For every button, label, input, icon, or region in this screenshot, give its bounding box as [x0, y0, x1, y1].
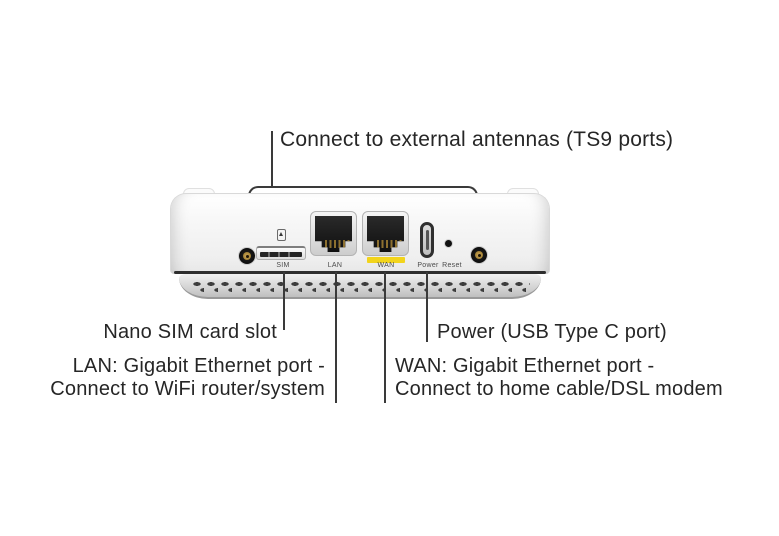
sim-slot-opening: [260, 252, 302, 257]
lan-port: [310, 211, 357, 256]
eject-arrow-icon: [279, 232, 283, 236]
reset-port-label: Reset: [442, 262, 462, 269]
wan-yellow-accent: [367, 257, 405, 263]
device-body: [170, 193, 550, 274]
power-port-label: Power: [417, 262, 439, 269]
wan-leader-line: [384, 272, 386, 403]
nano-sim-slot: [256, 246, 306, 260]
antennas-callout-label: Connect to external antennas (TS9 ports): [280, 128, 674, 151]
usb-c-power-port: [420, 222, 434, 258]
usb-c-tongue: [425, 230, 429, 250]
ts9-connector-pin: [477, 253, 481, 257]
rj45-pins: [377, 240, 402, 248]
sim-leader-line: [283, 272, 285, 330]
vent-grille: [190, 280, 530, 295]
wan-callout-line1: WAN: Gigabit Ethernet port -: [395, 355, 655, 377]
sim-eject-icon: [277, 229, 286, 241]
wan-callout-label: WAN: Gigabit Ethernet port - Connect to …: [395, 355, 723, 401]
reset-pinhole: [445, 240, 452, 247]
lan-leader-line: [335, 272, 337, 403]
rj45-jack-icon: [367, 216, 404, 252]
device-seam-line: [174, 271, 546, 274]
ts9-connector-pin: [245, 254, 249, 258]
sim-port-label: SIM: [276, 262, 290, 269]
power-callout-label: Power (USB Type C port): [437, 321, 667, 343]
lan-callout-line2: Connect to WiFi router/system: [50, 378, 325, 400]
lan-callout-label: LAN: Gigabit Ethernet port - Connect to …: [50, 355, 325, 401]
nano-sim-callout-label: Nano SIM card slot: [103, 321, 277, 343]
wan-port: [362, 211, 409, 256]
power-leader-line: [426, 272, 428, 342]
wan-port-label: WAN: [377, 262, 395, 269]
lan-callout-line1: LAN: Gigabit Ethernet port -: [72, 355, 325, 377]
lan-port-label: LAN: [327, 262, 343, 269]
ts9-port-right-icon: [471, 247, 487, 263]
rj45-jack-icon: [315, 216, 352, 252]
wan-callout-line2: Connect to home cable/DSL modem: [395, 378, 723, 400]
ts9-port-left-icon: [239, 248, 255, 264]
antennas-pointer-line: [271, 131, 273, 186]
rj45-pins: [325, 240, 350, 248]
